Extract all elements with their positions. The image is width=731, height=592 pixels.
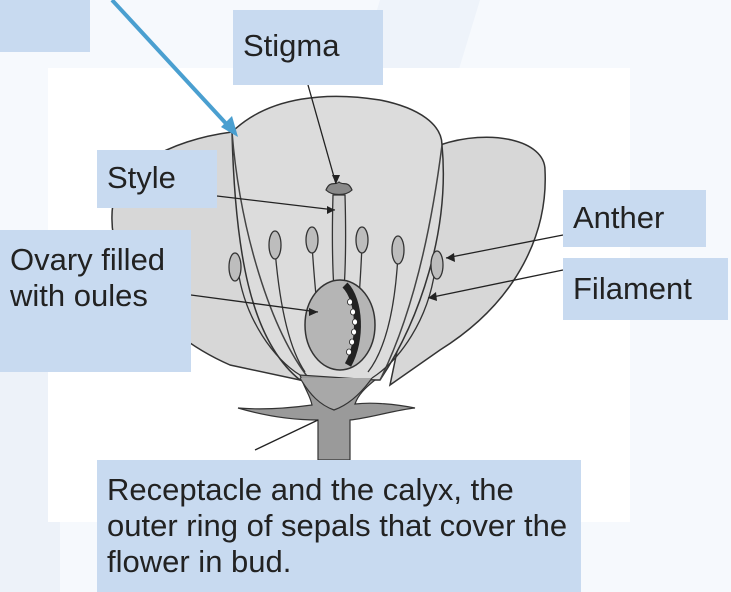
- label-style: Style: [97, 150, 217, 208]
- label-ovary: Ovary filled with oules: [0, 230, 191, 372]
- label-stigma: Stigma: [233, 10, 383, 85]
- anther-2: [269, 231, 281, 259]
- anther-5: [392, 236, 404, 264]
- label-receptacle: Receptacle and the calyx, the outer ring…: [97, 460, 581, 592]
- anther-1: [229, 253, 241, 281]
- ovary: [305, 280, 375, 370]
- blue-arrow: [112, 0, 232, 130]
- style-stalk: [332, 195, 345, 290]
- anther-4: [356, 227, 368, 253]
- corner-label-box: [0, 0, 90, 52]
- anther-3: [306, 227, 318, 253]
- label-anther: Anther: [563, 190, 706, 247]
- anther-6: [431, 251, 443, 279]
- label-filament: Filament: [563, 258, 728, 320]
